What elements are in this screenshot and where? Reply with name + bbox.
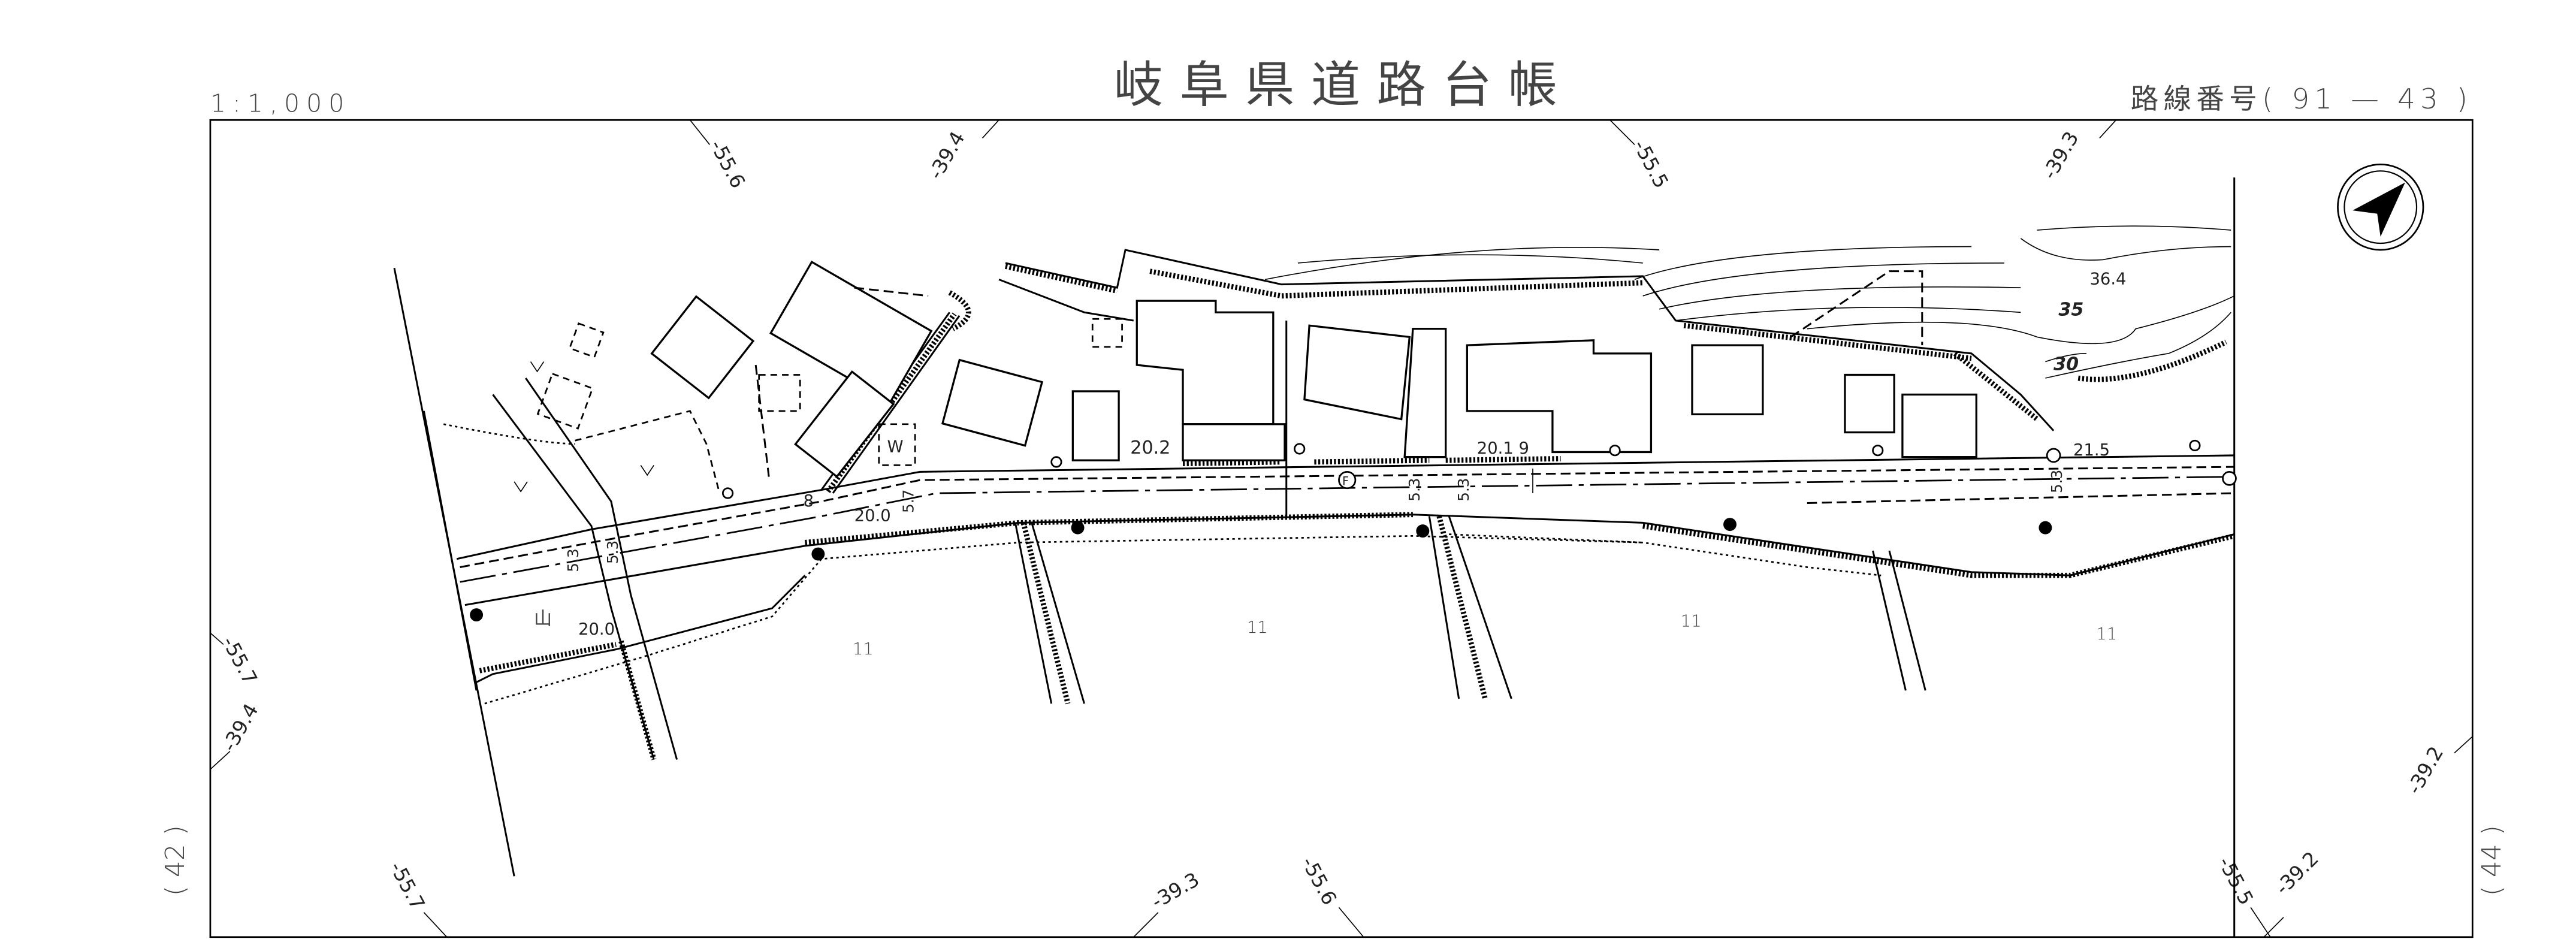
- scale-label: 1:1,000: [210, 89, 351, 118]
- mountain-symbol: 山: [534, 609, 552, 630]
- grid-coord: -39.4: [923, 128, 969, 183]
- grid-coord: -39.4: [217, 699, 262, 755]
- width-label: 5.3: [604, 541, 621, 564]
- map-frame: [209, 119, 2474, 938]
- side-roads: [393, 177, 2236, 937]
- elevation-label: 20.2: [1130, 437, 1170, 458]
- grid-coord: -39.3: [1147, 868, 1203, 913]
- utility-poles: [470, 439, 2237, 622]
- fire-hydrant-symbol: F: [1342, 474, 1349, 488]
- adjacent-sheet-left: ( 42 ): [160, 825, 191, 896]
- grid-coordinates: -55.6 -39.4 -55.5 -39.3 -55.7 -39.4 -39.…: [210, 119, 2473, 938]
- field-symbol: 11: [853, 640, 874, 659]
- field-symbol: 11: [1247, 618, 1268, 637]
- width-label: 5.3: [1406, 478, 1423, 501]
- well-symbol: W: [887, 437, 904, 456]
- adjacent-sheet-right: ( 44 ): [2477, 825, 2507, 896]
- buildings: [443, 260, 1977, 494]
- grid-coord: -55.7: [218, 632, 262, 689]
- main-road: [456, 320, 2235, 606]
- field-symbol: 11: [1681, 612, 1702, 630]
- grid-coord: -55.5: [1629, 136, 1673, 192]
- elevation-label: 20.1 9: [1477, 439, 1529, 458]
- contour-lines: [1264, 225, 2235, 379]
- rice-field-symbol: [514, 361, 654, 493]
- elevation-label: 21.5: [2073, 441, 2110, 460]
- grid-coord: -55.6: [705, 136, 750, 192]
- grid-coord: -39.2: [2270, 847, 2323, 899]
- width-label: 5.3: [564, 548, 582, 572]
- grid-coord: -55.6: [1297, 853, 1341, 909]
- elevation-label: 20.0: [578, 620, 615, 639]
- route-number: 路線番号( 91 — 43 ): [2131, 83, 2473, 115]
- width-label: 8: [804, 492, 814, 511]
- contour-label: 30: [2053, 354, 2079, 375]
- grid-coord: -39.2: [2402, 742, 2448, 798]
- grid-coord: -55.7: [385, 858, 430, 914]
- contour-label: 35: [2058, 300, 2083, 321]
- elevation-label: 20.0: [854, 507, 891, 526]
- width-label: 5.7: [899, 490, 917, 513]
- north-arrow-icon: [2337, 163, 2424, 251]
- width-label: 5.3: [1455, 478, 1472, 501]
- grid-coord: -39.3: [2037, 128, 2083, 183]
- map-title: 岐阜県道路台帳: [1114, 57, 1574, 114]
- width-label: 5.3: [2048, 470, 2065, 493]
- field-symbol: 11: [2096, 625, 2117, 644]
- grid-coord: -55.5: [2213, 853, 2258, 909]
- elevation-label: 36.4: [2089, 270, 2126, 289]
